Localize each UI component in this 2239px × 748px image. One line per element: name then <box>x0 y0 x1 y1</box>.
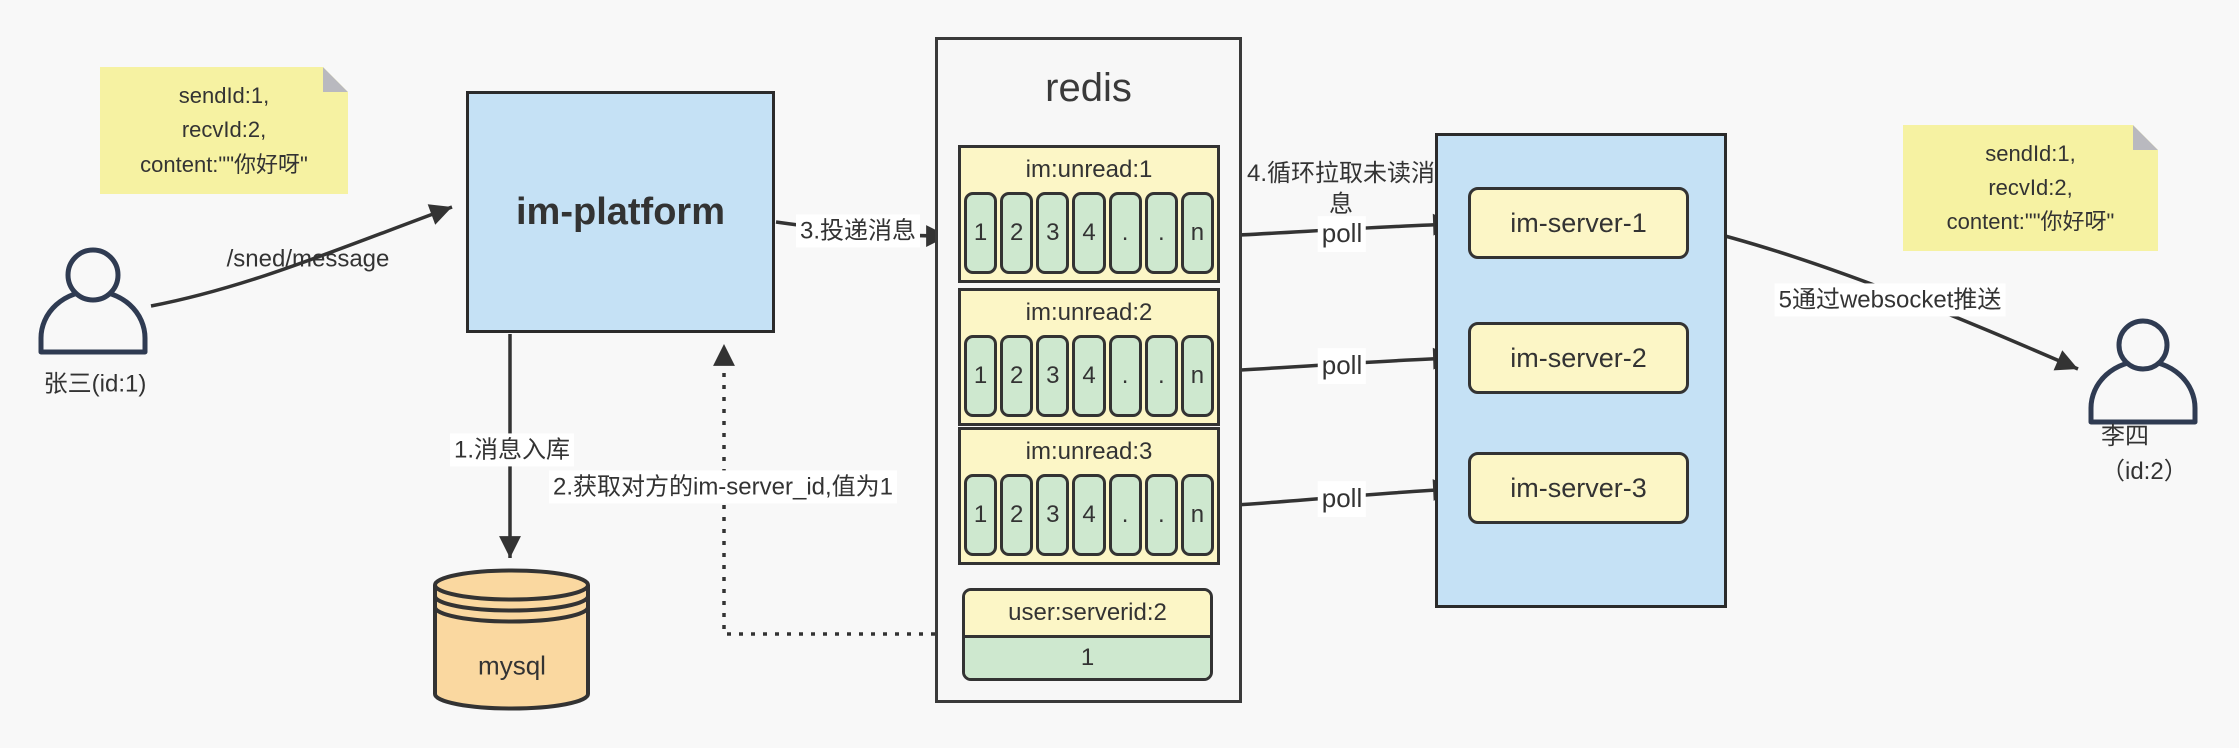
redis-title: redis <box>1045 66 1132 110</box>
queue-title: im:unread:1 <box>1025 156 1153 183</box>
queue-im-unread-3: im:unread:3 1 2 3 4 . . n <box>958 427 1220 565</box>
queue-cell: . <box>1144 474 1178 556</box>
edge-label-store: 1.消息入库 <box>449 433 575 467</box>
queue-cell: 4 <box>1072 335 1106 417</box>
edge-send-message <box>150 204 453 308</box>
edge-label-lookup: 2.获取对方的im-server_id,值为1 <box>548 470 898 504</box>
im-server-2-label: im-server-2 <box>1510 342 1647 373</box>
queue-cells: 1 2 3 4 . . n <box>961 335 1217 417</box>
kv-user-serverid: user:serverid:2 1 <box>962 588 1213 681</box>
im-server-1-label: im-server-1 <box>1510 207 1647 238</box>
im-platform-title: im-platform <box>516 190 725 233</box>
kv-value: 1 <box>965 638 1210 678</box>
edge-label-poll-2: poll <box>1317 348 1367 384</box>
queue-cell: 4 <box>1072 192 1106 274</box>
queue-cell: 2 <box>1000 474 1034 556</box>
queue-cell: 1 <box>964 192 998 274</box>
im-server-2-node: im-server-2 <box>1468 322 1689 394</box>
queue-cell: 3 <box>1036 192 1070 274</box>
receiver-label: 李四（id:2） <box>2101 423 2188 485</box>
user-icon-sender <box>38 247 148 355</box>
queue-cell: 2 <box>1000 335 1034 417</box>
queue-cell: . <box>1144 192 1178 274</box>
queue-cell: . <box>1108 335 1142 417</box>
edge-label-deliver: 3.投递消息 <box>795 214 921 248</box>
queue-cells: 1 2 3 4 . . n <box>961 192 1217 274</box>
queue-cell: 1 <box>964 474 998 556</box>
queue-title: im:unread:3 <box>1025 438 1153 465</box>
note-text: sendId:1, recvId:2, content:""你好呀" <box>140 83 308 177</box>
queue-cell: 3 <box>1036 335 1070 417</box>
mysql-label: mysql <box>478 650 546 681</box>
queue-cell: 1 <box>964 335 998 417</box>
note-request-payload-right: sendId:1, recvId:2, content:""你好呀" <box>1903 125 2158 251</box>
queue-title: im:unread:2 <box>1025 299 1153 326</box>
queue-cell: . <box>1144 335 1178 417</box>
edge-label-poll-1: poll <box>1317 216 1367 252</box>
edge-label-pull: 4.循环拉取未读消 息 <box>1246 159 1436 218</box>
sender-label: 张三(id:1) <box>43 370 147 398</box>
queue-cell: 4 <box>1072 474 1106 556</box>
queue-cell: 2 <box>1000 192 1034 274</box>
note-text: sendId:1, recvId:2, content:""你好呀" <box>1946 140 2115 235</box>
queue-cell: . <box>1108 192 1142 274</box>
im-platform-node: im-platform <box>466 91 775 333</box>
user-icon-receiver <box>2088 318 2198 425</box>
queue-im-unread-1: im:unread:1 1 2 3 4 . . n <box>958 145 1220 283</box>
queue-im-unread-2: im:unread:2 1 2 3 4 . . n <box>958 288 1220 426</box>
queue-cell: n <box>1180 192 1214 274</box>
im-server-3-label: im-server-3 <box>1510 472 1647 503</box>
queue-cell: . <box>1108 474 1142 556</box>
queue-cell: n <box>1180 335 1214 417</box>
edge-label-send-path: /sned/message <box>226 245 390 273</box>
mysql-database-icon <box>433 568 590 711</box>
edge-label-push: 5通过websocket推送 <box>1774 283 2006 317</box>
queue-cell: n <box>1180 474 1214 556</box>
queue-cells: 1 2 3 4 . . n <box>961 474 1217 556</box>
edge-label-poll-3: poll <box>1317 481 1367 517</box>
queue-cell: 3 <box>1036 474 1070 556</box>
note-request-payload-left: sendId:1, recvId:2, content:""你好呀" <box>100 67 348 194</box>
im-server-3-node: im-server-3 <box>1468 452 1689 524</box>
im-server-1-node: im-server-1 <box>1468 187 1689 259</box>
kv-key: user:serverid:2 <box>965 591 1210 638</box>
